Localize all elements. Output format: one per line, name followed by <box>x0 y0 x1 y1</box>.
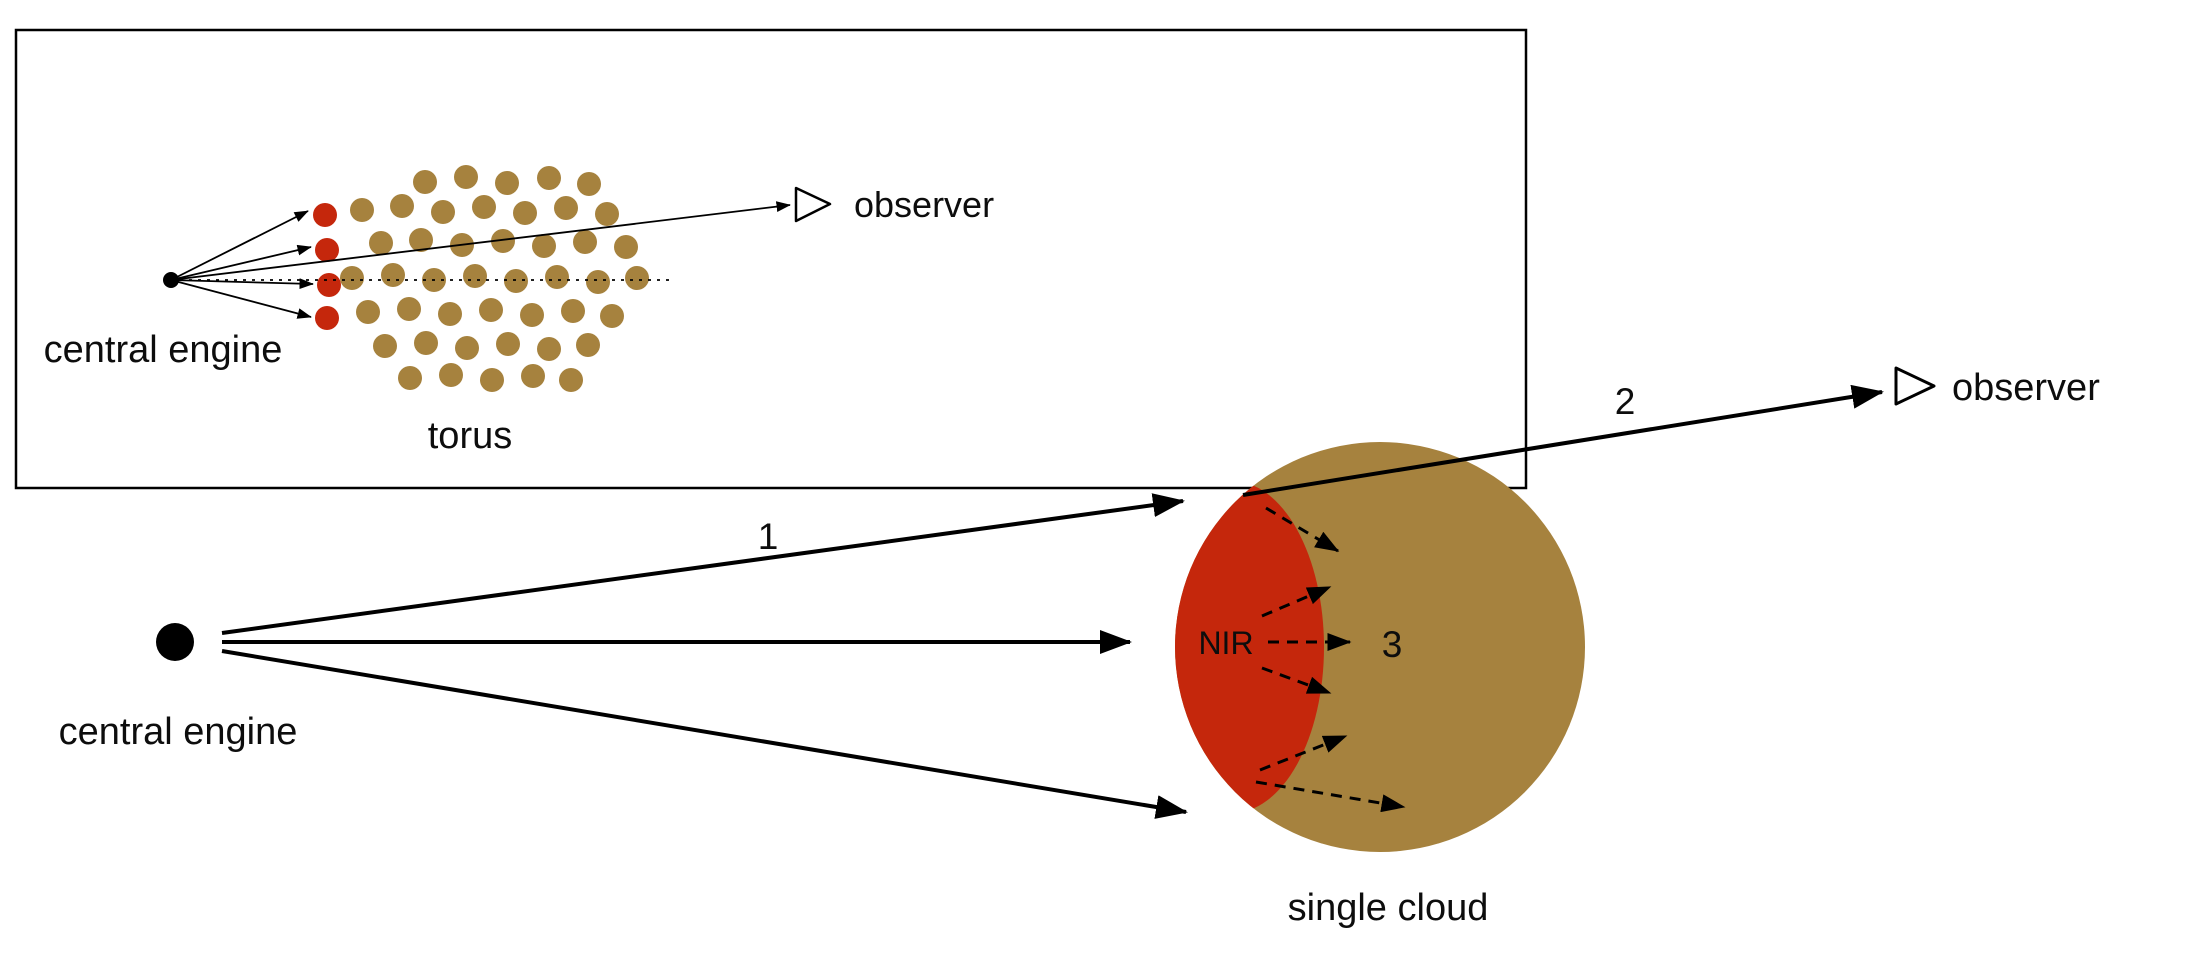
nir-reemission-arrow <box>1261 666 1332 695</box>
torus-cloud-dot <box>398 366 422 390</box>
torus-cloud-dot <box>438 302 462 326</box>
torus-cloud-dot <box>504 269 528 293</box>
nir-reemission-arrow <box>1259 734 1348 772</box>
inset-border <box>14 28 1528 490</box>
ray-1-line <box>221 493 1185 635</box>
torus-label: torus <box>428 415 512 457</box>
torus-cloud-dot <box>559 368 583 392</box>
ray-2-line <box>1242 384 1884 497</box>
torus-cloud-dot <box>537 337 561 361</box>
torus-cloud-dot <box>463 264 487 288</box>
torus-cloud-dot <box>600 304 624 328</box>
inset-central-engine-dot <box>163 272 179 288</box>
torus-cloud-dot <box>513 201 537 225</box>
main-observer-label: observer <box>1952 367 2100 409</box>
ray-2-label: 2 <box>1615 381 1636 422</box>
torus-hot-cloud-dot <box>317 273 341 297</box>
nir-reemission-arrow <box>1265 506 1340 553</box>
torus-cloud-dot <box>369 231 393 255</box>
nir-reemission-arrow <box>1261 585 1332 618</box>
inset-observer-ray <box>170 201 791 281</box>
torus-cloud-dot <box>573 230 597 254</box>
torus-cloud-dot <box>586 270 610 294</box>
torus-cloud-dot <box>340 266 364 290</box>
torus-cloud-dot <box>431 200 455 224</box>
torus-cloud-dot <box>480 368 504 392</box>
main-central-engine-dot <box>156 623 194 661</box>
torus-hot-cloud-dot <box>315 306 339 330</box>
nir-reemission-arrow <box>1255 780 1406 813</box>
torus-cloud-dot <box>479 298 503 322</box>
torus-cloud-dot <box>472 195 496 219</box>
inset-ray <box>170 244 312 281</box>
ray-lower-line <box>221 649 1188 819</box>
torus-cloud-dot <box>577 172 601 196</box>
inset-ray <box>170 278 314 290</box>
torus-hot-cloud-dot <box>313 203 337 227</box>
nir-label: NIR <box>1198 625 1253 661</box>
inset-central-engine-label: central engine <box>44 329 283 371</box>
torus-cloud-dot <box>521 364 545 388</box>
torus-cloud-dot <box>414 331 438 355</box>
torus-cloud-dot <box>614 235 638 259</box>
main-observer-icon <box>1894 366 1936 406</box>
inset-ray <box>170 279 312 319</box>
torus-cloud-dot <box>561 299 585 323</box>
single-cloud-label: single cloud <box>1288 887 1489 929</box>
torus-cloud-dot <box>455 336 479 360</box>
torus-cloud-dot <box>390 194 414 218</box>
torus-cloud-dot <box>356 300 380 324</box>
inset-panel: central engine observer torus <box>14 28 1528 490</box>
inset-observer-icon <box>794 186 832 223</box>
torus-cloud-dot <box>491 229 515 253</box>
torus-cloud-dot <box>532 234 556 258</box>
torus-cloud-dot <box>454 165 478 189</box>
inset-ray <box>170 210 309 281</box>
torus-cloud-dot <box>595 202 619 226</box>
torus-cloud-dots <box>340 165 649 392</box>
torus-cloud-dot <box>576 333 600 357</box>
torus-cloud-dot <box>413 170 437 194</box>
torus-cloud-dot <box>409 228 433 252</box>
torus-cloud-dot <box>373 334 397 358</box>
torus-cloud-dot <box>439 363 463 387</box>
torus-cloud-dot <box>397 297 421 321</box>
torus-cloud-dot <box>537 166 561 190</box>
inset-observer-label: observer <box>854 184 994 225</box>
torus-cloud-dot <box>545 265 569 289</box>
torus-hot-cloud-dot <box>315 238 339 262</box>
torus-cloud-dot <box>625 266 649 290</box>
torus-hot-cloud-dots <box>313 203 341 330</box>
torus-cloud-dot <box>495 171 519 195</box>
torus-cloud-dot <box>554 196 578 220</box>
torus-cloud-dot <box>520 303 544 327</box>
torus-cloud-dot <box>381 263 405 287</box>
main-central-engine-label: central engine <box>59 711 298 753</box>
ray-1-label: 1 <box>758 516 779 557</box>
torus-cloud-dot <box>350 198 374 222</box>
torus-cloud-dot <box>496 332 520 356</box>
ray-3-label: 3 <box>1382 624 1403 665</box>
